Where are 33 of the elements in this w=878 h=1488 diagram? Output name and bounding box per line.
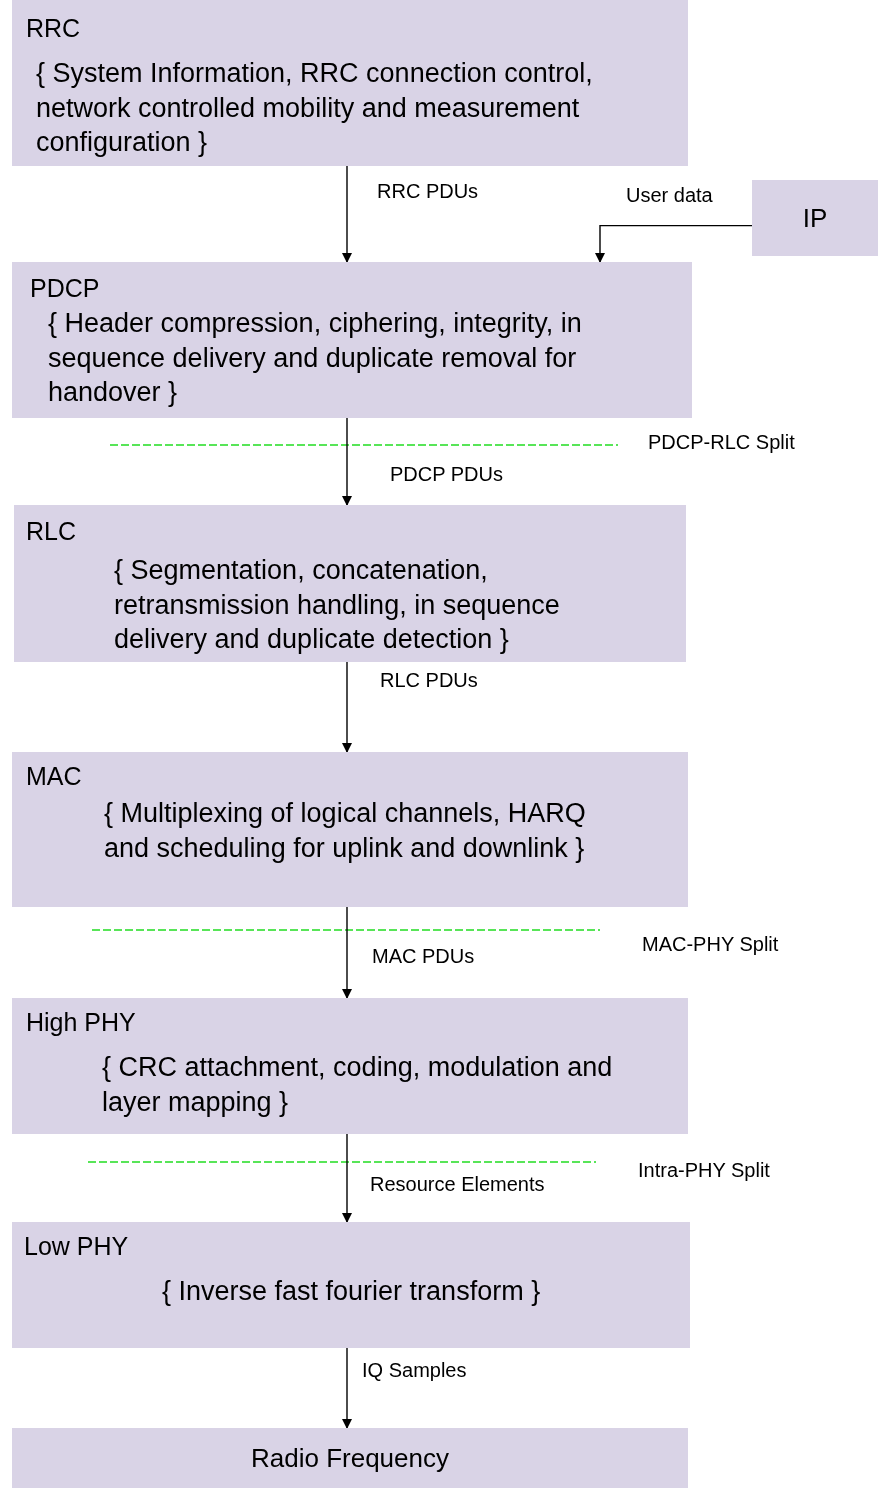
split-label: MAC-PHY Split — [642, 933, 779, 956]
layer-functions: { Segmentation, concatenation, retransmission handling, in sequence delivery and duplicate detection } — [114, 554, 561, 657]
protocol-box — [752, 180, 878, 256]
arrow — [342, 1133, 352, 1223]
layer-functions: { Inverse fast fourier transform } — [162, 1275, 542, 1308]
layer-functions: { CRC attachment, coding, modulation and layer mapping } — [102, 1051, 614, 1119]
layer-title: RRC — [26, 14, 81, 43]
edge-label: IQ Samples — [360, 1359, 469, 1382]
layer-title: MAC — [26, 762, 82, 791]
layer-functions: { Multiplexing of logical channels, HARQ and scheduling for uplink and downlink } — [104, 797, 587, 865]
layer-box — [12, 0, 688, 166]
split-label: Intra-PHY Split — [638, 1159, 770, 1182]
arrow — [595, 224, 753, 263]
box-title: IP — [801, 202, 829, 234]
arrow — [342, 417, 352, 506]
layer-box — [12, 1428, 688, 1488]
arrow — [342, 1347, 352, 1429]
layer-box — [14, 505, 686, 662]
layer-box — [12, 262, 692, 418]
layer-title: High PHY — [26, 1008, 136, 1037]
arrow — [342, 661, 352, 753]
layer-box — [12, 998, 688, 1134]
arrow — [342, 165, 352, 263]
layer-title: Low PHY — [24, 1232, 129, 1261]
layer-functions: { System Information, RRC connection control, network controlled mobility and measurement configuration } — [36, 57, 594, 160]
box-title: Radio Frequency — [250, 1442, 450, 1474]
layer-box — [12, 1222, 690, 1348]
layer-box — [12, 752, 688, 907]
layer-title: RLC — [26, 517, 76, 546]
arrow — [342, 906, 352, 999]
layer-title: PDCP — [30, 274, 100, 303]
layer-functions: { Header compression, ciphering, integrity, in sequence delivery and duplicate removal for handover } — [48, 307, 583, 410]
split-label: PDCP-RLC Split — [648, 431, 795, 454]
